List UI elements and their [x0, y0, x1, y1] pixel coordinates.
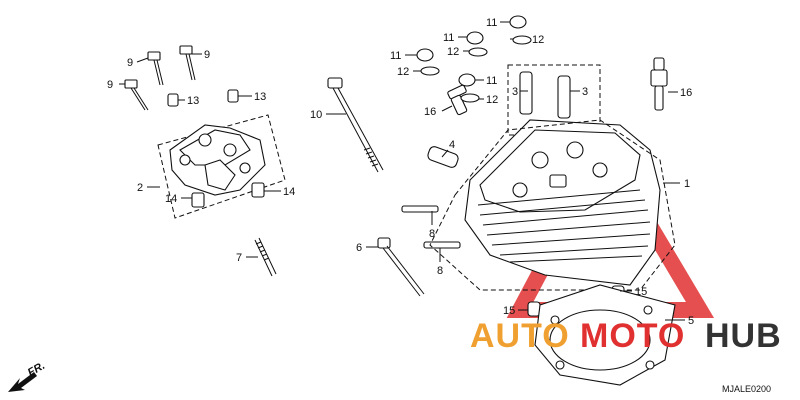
callout-11-c: 11	[390, 50, 401, 62]
callout-9-b: 9	[204, 49, 210, 61]
callout-7: 7	[236, 252, 242, 264]
callout-5: 5	[688, 315, 694, 327]
bolt-9-c	[179, 45, 196, 81]
dowel-13-b	[227, 89, 239, 103]
callout-13-a: 13	[187, 95, 199, 107]
callout-8-b: 8	[437, 265, 443, 277]
washer-12-b	[468, 47, 488, 57]
callout-10: 10	[310, 109, 322, 121]
watermark-part2: MOTO	[580, 317, 685, 355]
callout-1: 1	[684, 178, 690, 190]
cylinder-head	[429, 119, 676, 291]
washer-12-a	[512, 35, 532, 45]
cap-11-a	[509, 15, 527, 29]
front-arrow-icon	[8, 372, 37, 392]
callout-2: 2	[137, 182, 143, 194]
dowel-13-a	[167, 93, 179, 107]
callout-13-b: 13	[254, 91, 266, 103]
callout-3-b: 3	[582, 86, 588, 98]
callout-12-b: 12	[447, 46, 459, 58]
callout-12-d: 12	[486, 94, 498, 106]
callout-11-a: 11	[486, 17, 497, 29]
watermark-text: AUTO MOTO HUB	[470, 317, 782, 355]
spark-plug-16-b	[447, 84, 468, 116]
bolt-9-a	[124, 79, 149, 111]
callout-16-a: 16	[680, 87, 692, 99]
callout-9-a: 9	[127, 57, 133, 69]
drawing-code: MJALE0200	[722, 384, 771, 394]
callout-11-d: 11	[486, 75, 497, 87]
callout-3-a: 3	[512, 86, 518, 98]
callout-16-b: 16	[424, 106, 436, 118]
front-marker: FR.	[26, 360, 47, 379]
dowel-15-a	[527, 301, 541, 317]
callout-15-a: 15	[503, 305, 515, 317]
spark-plug-16-a	[650, 57, 668, 111]
leader-lines	[119, 21, 685, 321]
cap-11-b	[466, 31, 484, 45]
callout-15-b: 15	[635, 286, 647, 298]
rocker-arm-holder-assembly	[157, 114, 286, 219]
watermark-part1: AUTO	[470, 317, 570, 355]
watermark-part3: HUB	[705, 317, 782, 355]
washer-12-d	[460, 93, 480, 103]
callout-12-c: 12	[397, 66, 409, 78]
washer-12-c	[420, 66, 440, 76]
head-gasket-5	[534, 284, 676, 386]
bolt-10	[327, 77, 384, 173]
callout-labels: 2 14 14 7 13 13 9 9 9 10 6 8 8 4 3 3 1 1…	[107, 17, 694, 327]
callout-9-c: 9	[107, 79, 113, 91]
stud-8-b	[423, 241, 461, 249]
callout-14-a: 14	[165, 193, 177, 205]
cap-11-d	[458, 73, 476, 87]
stud-bolt-7	[254, 237, 277, 277]
callout-12-a: 12	[532, 34, 544, 46]
stud-8-a	[401, 205, 439, 213]
callout-8-a: 8	[429, 228, 435, 240]
bolt-6	[377, 237, 425, 297]
callout-14-b: 14	[283, 186, 295, 198]
bolt-9-b	[147, 51, 164, 86]
cap-11-c	[416, 48, 434, 62]
callout-4: 4	[449, 139, 455, 151]
valve-guide-4	[427, 146, 459, 168]
callout-6: 6	[356, 242, 362, 254]
callout-11-b: 11	[443, 32, 454, 44]
